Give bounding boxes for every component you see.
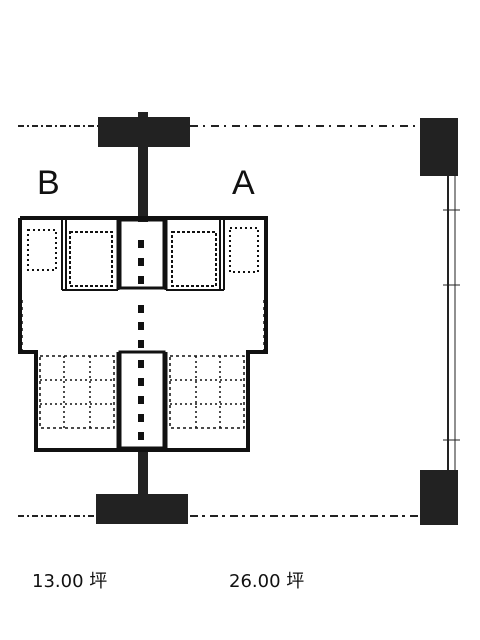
corridor-edges xyxy=(21,300,265,350)
unit-b-label: B xyxy=(37,164,60,202)
upper-rooms xyxy=(27,220,259,291)
unit-b-area: 13.00 坪 xyxy=(32,571,108,592)
structural-columns xyxy=(96,112,458,525)
outer-boundary xyxy=(18,125,460,517)
lower-rooms xyxy=(39,355,245,429)
core-markers xyxy=(138,240,144,440)
central-core xyxy=(116,218,168,450)
building-outline xyxy=(18,216,268,452)
unit-a-area: 26.00 坪 xyxy=(229,571,305,592)
unit-a-label: A xyxy=(232,164,255,202)
